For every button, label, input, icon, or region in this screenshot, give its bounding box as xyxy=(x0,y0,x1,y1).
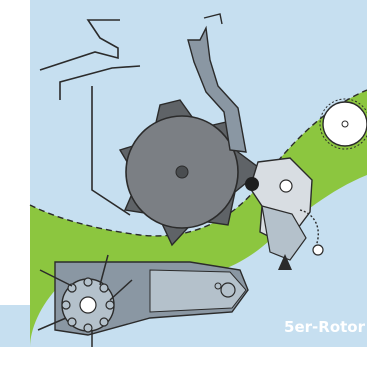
left-margin xyxy=(0,0,30,305)
lower-left-panel xyxy=(0,305,30,347)
knife-tip xyxy=(245,177,259,191)
rotor-caption: 5er-Rotor xyxy=(284,318,365,336)
housing-pivot xyxy=(221,283,235,297)
rotor-hub xyxy=(176,166,188,178)
